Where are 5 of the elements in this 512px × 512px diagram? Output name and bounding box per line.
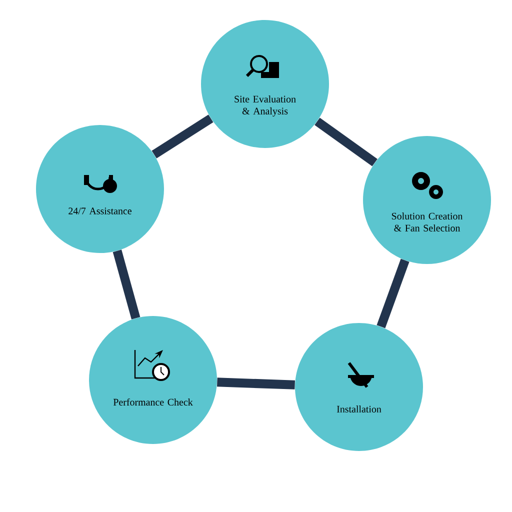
ribbon-connector bbox=[376, 258, 410, 328]
ribbon-connector bbox=[314, 118, 378, 166]
ribbon-connector bbox=[112, 250, 140, 320]
ribbon-connector bbox=[217, 378, 295, 390]
ribbon-connector bbox=[152, 114, 214, 158]
